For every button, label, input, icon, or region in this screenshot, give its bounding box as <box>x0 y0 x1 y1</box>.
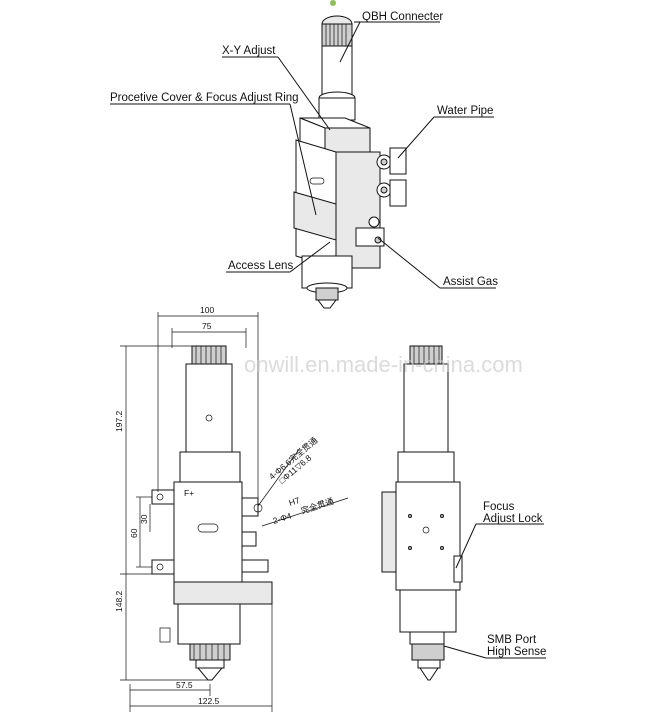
port2-note-c: 完全贯通 <box>300 496 336 516</box>
port2-note: 2-Φ4 <box>272 510 293 525</box>
dim-57: 57.5 <box>176 680 193 690</box>
isometric-view <box>293 0 407 309</box>
side-callout-leaders <box>443 523 546 659</box>
protective-cover-label: Procetive Cover & Focus Adjust Ring <box>110 92 299 104</box>
access-lens-label: Access Lens <box>228 260 293 272</box>
xy-adjust-label: X-Y Adjust <box>222 45 276 57</box>
dim-122: 122.5 <box>198 696 220 706</box>
dim-60: 60 <box>129 528 139 538</box>
side-view <box>381 345 463 681</box>
qbh-connecter-label: QBH Connecter <box>362 11 443 23</box>
front-dimensions <box>120 312 349 712</box>
dim-75: 75 <box>202 321 212 331</box>
focus-label-line1: Focus <box>483 501 515 513</box>
smb-label-line1: SMB Port <box>487 634 537 646</box>
smb-label-line2: High Sense <box>487 646 546 658</box>
svg-text:F+: F+ <box>184 488 194 498</box>
dim-30: 30 <box>139 514 149 524</box>
top-callout-leaders <box>110 21 496 289</box>
front-view: F+ <box>151 345 273 681</box>
dim-197: 197.2 <box>114 410 124 432</box>
water-pipe-label: Water Pipe <box>437 105 493 117</box>
dim-148: 148.2 <box>114 590 124 612</box>
water-pipe-fittings <box>376 147 407 207</box>
assist-gas-label: Assist Gas <box>443 276 498 288</box>
focus-label-line2: Adjust Lock <box>483 513 543 525</box>
dim-100: 100 <box>200 305 214 315</box>
watermark: onwill.en.made-in-china.com <box>244 352 523 377</box>
port2-note-h7: H7 <box>288 495 302 508</box>
